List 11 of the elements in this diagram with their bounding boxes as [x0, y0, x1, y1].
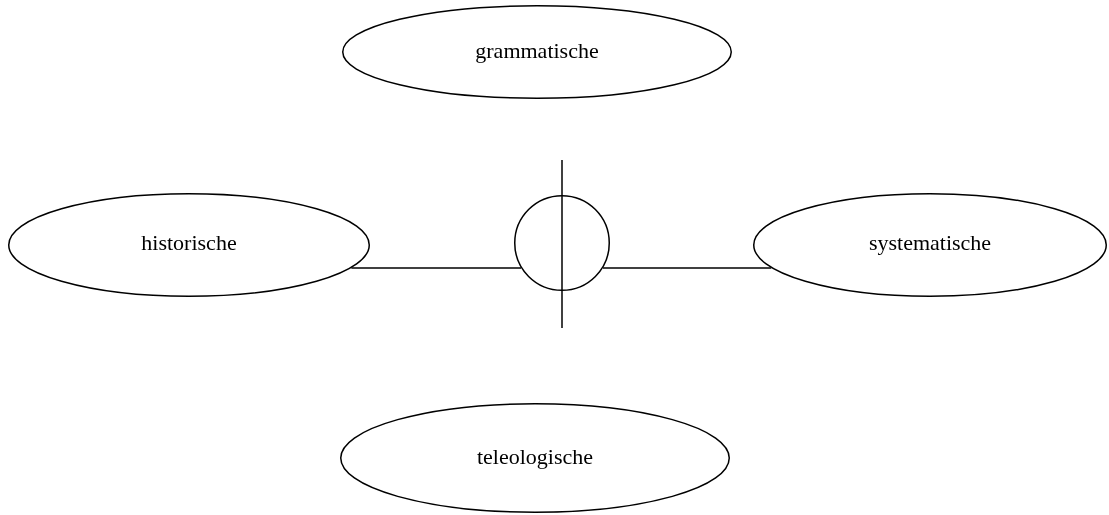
node-label: teleologische: [476, 444, 594, 470]
ellipse-node: [753, 193, 1107, 297]
connector-line: [350, 267, 522, 269]
node-label: grammatische: [475, 38, 599, 64]
circle-node: [514, 195, 610, 291]
node-label: historische: [141, 230, 237, 256]
connector-line: [602, 267, 772, 269]
ellipse-node: [340, 403, 730, 513]
ellipse-node: [8, 193, 370, 297]
node-label: systematische: [868, 230, 992, 256]
ellipse-node: [342, 5, 732, 99]
